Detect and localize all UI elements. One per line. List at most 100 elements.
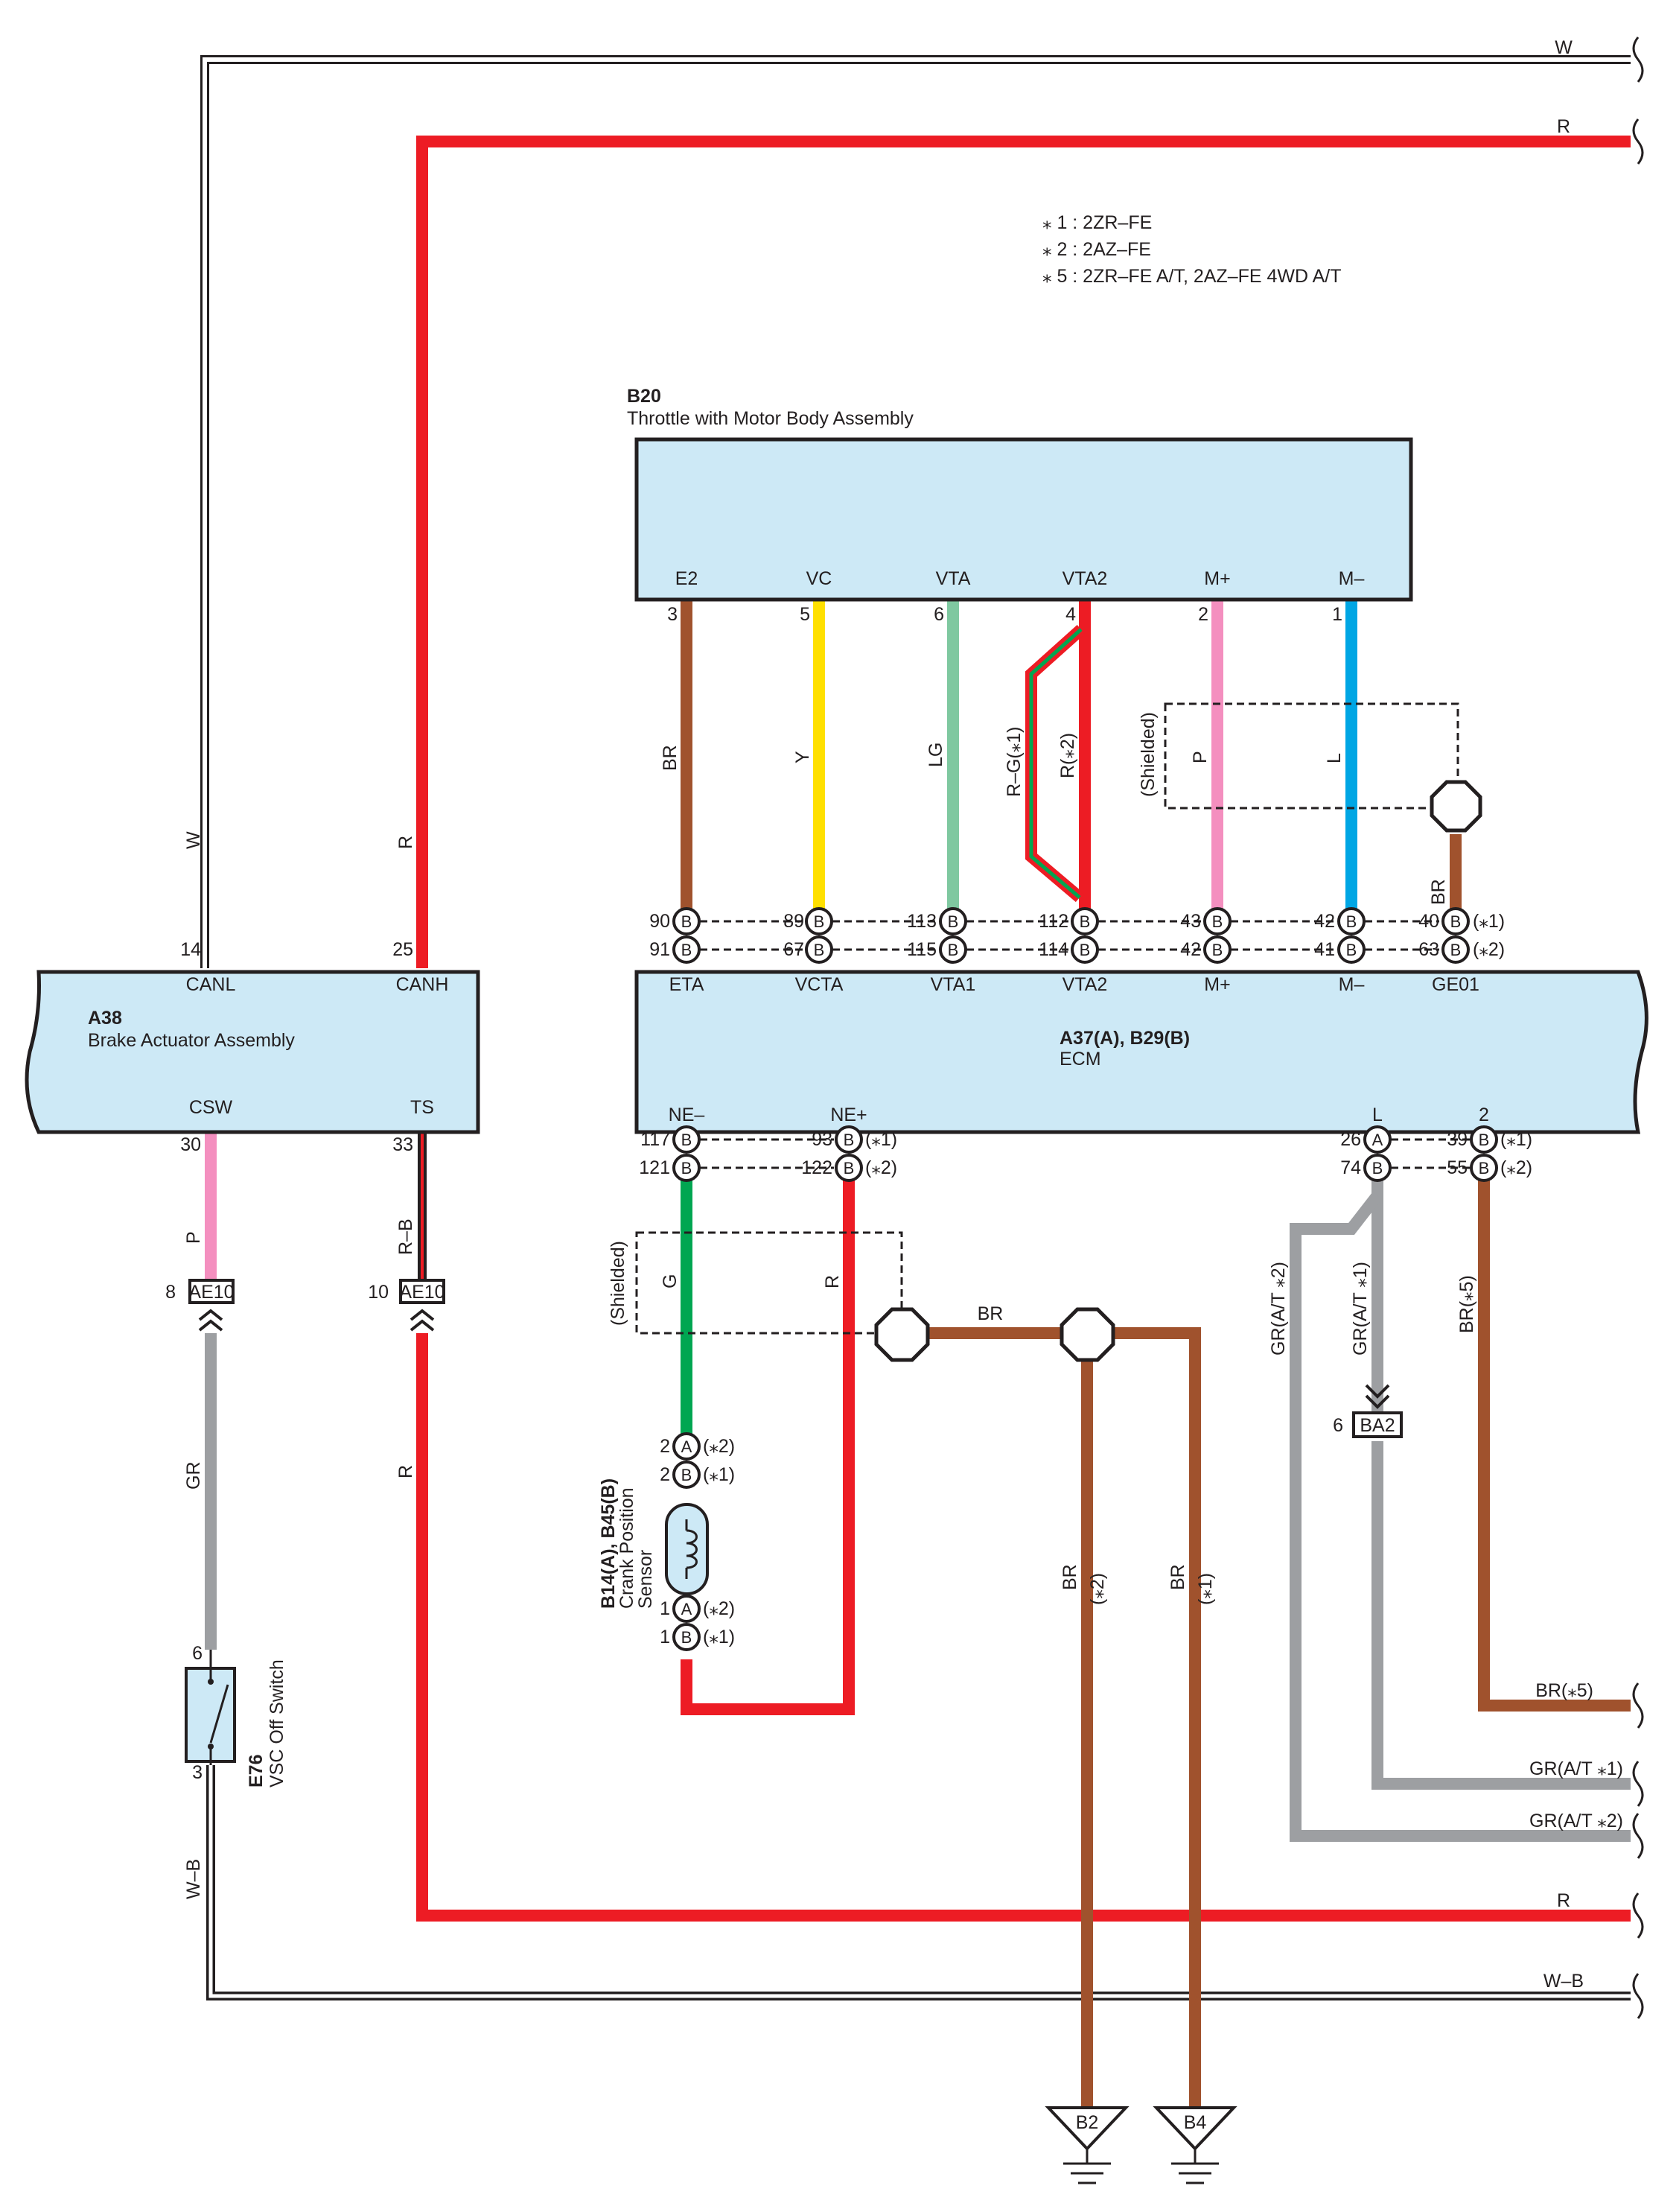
svg-text:8: 8: [165, 1282, 176, 1303]
right-label-gr2: GR(A/T ⁎2): [1529, 1811, 1623, 1831]
svg-text:(⁎1): (⁎1): [703, 1464, 735, 1485]
svg-text:VTA2: VTA2: [1062, 974, 1108, 995]
svg-text:GE01: GE01: [1432, 974, 1479, 995]
svg-text:B2: B2: [1076, 2112, 1099, 2133]
throttle-name: Throttle with Motor Body Assembly: [627, 408, 914, 429]
svg-text:B: B: [681, 1131, 692, 1149]
shield-node-crank: [874, 1307, 930, 1362]
crank-code: B14(A), B45(B): [598, 1478, 619, 1609]
label-br-b4-note: (⁎1): [1195, 1573, 1216, 1605]
svg-text:B: B: [681, 1159, 692, 1177]
ecm-pin-links: [700, 920, 1471, 1169]
svg-text:E2: E2: [675, 568, 698, 589]
brake-ts: TS: [410, 1097, 434, 1118]
label-r-ne: R: [822, 1275, 843, 1288]
right-label-w: W: [1555, 37, 1573, 58]
svg-text:B: B: [1450, 941, 1462, 959]
brake-actuator-box: [25, 970, 480, 1134]
svg-text:26: 26: [1340, 1129, 1361, 1150]
svg-text:122: 122: [801, 1157, 832, 1178]
label-br: BR: [660, 745, 681, 771]
wire-break-marks: [1632, 36, 1644, 2019]
connector-ba2: BA2 6: [1333, 1384, 1403, 1438]
label-shielded-bottom: (Shielded): [608, 1241, 628, 1326]
wire-r-ts: [416, 1333, 1631, 1922]
ecm-name: ECM: [1060, 1049, 1101, 1070]
svg-text:L: L: [1372, 1105, 1383, 1125]
crank-name-2: Sensor: [635, 1550, 656, 1609]
svg-text:39: 39: [1447, 1129, 1468, 1150]
vsc-name: VSC Off Switch: [267, 1659, 287, 1787]
label-l: L: [1324, 753, 1345, 763]
svg-text:6: 6: [934, 604, 944, 625]
wire-wb: [206, 1765, 1631, 2000]
label-p-csw: P: [183, 1231, 204, 1244]
connector-ae10-csw: AE10 8: [165, 1279, 235, 1332]
throttle-terminals: E2 VC VTA VTA2 M+ M–: [675, 568, 1365, 589]
label-gr-at1-vertical: GR(A/T ⁎1): [1350, 1262, 1371, 1356]
svg-text:A: A: [681, 1437, 692, 1456]
brake-pin-33: 33: [392, 1134, 413, 1155]
svg-text:AE10: AE10: [188, 1282, 234, 1303]
svg-text:B: B: [681, 1628, 692, 1647]
svg-text:B4: B4: [1184, 2112, 1207, 2133]
brake-name: Brake Actuator Assembly: [88, 1030, 295, 1051]
svg-text:93: 93: [812, 1129, 832, 1150]
label-r-ts: R: [395, 1465, 416, 1478]
svg-text:B: B: [948, 941, 959, 959]
label-gr-vsc: GR: [183, 1462, 204, 1490]
wire-r-ne-plus: [681, 1177, 855, 1715]
wire-br-5: [1478, 1177, 1631, 1712]
svg-text:2: 2: [1479, 1105, 1489, 1125]
svg-text:A: A: [1372, 1131, 1383, 1149]
label-r-canh: R: [395, 836, 416, 849]
svg-text:B: B: [1346, 912, 1357, 931]
svg-text:117: 117: [640, 1129, 670, 1150]
brake-canl: CANL: [186, 974, 236, 995]
svg-text:B: B: [844, 1131, 855, 1149]
svg-text:B: B: [814, 941, 825, 959]
svg-text:B: B: [1372, 1159, 1383, 1177]
vsc-pin-bottom: 3: [192, 1762, 203, 1783]
svg-text:B: B: [1080, 941, 1091, 959]
svg-text:55: 55: [1447, 1157, 1468, 1178]
right-label-br5: BR(⁎5): [1535, 1680, 1593, 1701]
svg-text:1: 1: [660, 1627, 670, 1647]
brake-pin-14: 14: [180, 939, 201, 960]
label-shielded-top: (Shielded): [1138, 712, 1159, 797]
crank-pins: 2 A (⁎2) 2 B (⁎1) 1 A (⁎2) 1 B (⁎1): [660, 1432, 735, 1651]
shield-node-top: [1430, 780, 1482, 833]
svg-text:BA2: BA2: [1360, 1415, 1395, 1436]
svg-text:B: B: [681, 912, 692, 931]
wire-br-shield: [927, 1327, 1201, 2108]
svg-text:2: 2: [660, 1464, 670, 1485]
svg-text:(⁎1): (⁎1): [1500, 1129, 1532, 1150]
shield-outline-top: [1164, 702, 1459, 810]
label-br-b2: BR: [1060, 1564, 1080, 1590]
svg-text:B: B: [1346, 941, 1357, 959]
svg-text:VTA1: VTA1: [931, 974, 976, 995]
label-wb-left: W–B: [183, 1859, 204, 1899]
svg-text:M+: M+: [1204, 568, 1230, 589]
svg-text:B: B: [948, 912, 959, 931]
label-p: P: [1190, 751, 1211, 763]
svg-text:B: B: [1212, 912, 1223, 931]
shield-outline-bottom: [635, 1231, 903, 1335]
ecm-pin-circles-top: B B B B B B B B B B B B B B: [672, 907, 1470, 964]
throttle-pins: 3 5 6 4 2 1: [667, 604, 1342, 625]
brake-csw: CSW: [189, 1097, 233, 1118]
svg-text:121: 121: [639, 1157, 670, 1178]
throttle-code: B20: [627, 386, 661, 407]
label-w-left: W: [183, 831, 204, 849]
ecm-bottom-terminals: NE– NE+ L 2: [669, 1105, 1489, 1125]
svg-text:5: 5: [800, 604, 810, 625]
svg-text:90: 90: [649, 911, 670, 932]
vsc-pin-top: 6: [192, 1643, 203, 1664]
svg-text:10: 10: [368, 1282, 389, 1303]
svg-text:B: B: [1080, 912, 1091, 931]
svg-text:6: 6: [1333, 1415, 1343, 1436]
svg-text:B: B: [1450, 912, 1462, 931]
ecm-pins-bottom: 117 121 B B 93 122 B B (⁎1) (⁎2) 26 74 A…: [639, 1125, 1532, 1182]
wire-r-canh: [416, 136, 1631, 968]
